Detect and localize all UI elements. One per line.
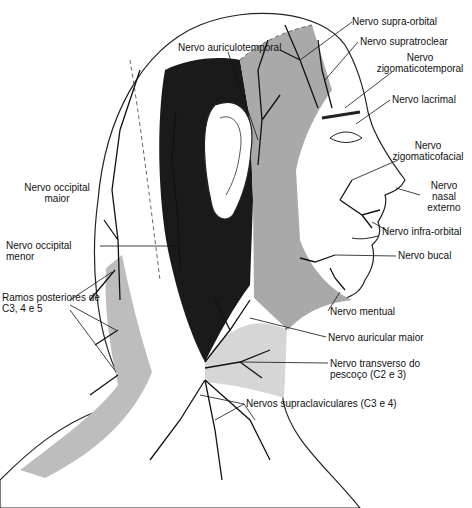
mandibular-region xyxy=(240,25,352,330)
head-outline xyxy=(0,13,405,508)
nerve-label: Nervo infra-orbital xyxy=(382,226,472,237)
nerve-label: Nervo transverso do pescoço (C2 e 3) xyxy=(330,358,424,380)
cervical-region xyxy=(205,323,287,398)
nerve-label: Nervo bucal xyxy=(398,250,468,261)
nerve-label: Nervos supraclaviculares (C3 e 4) xyxy=(246,398,446,409)
nerve-label: Nervo zigomaticofacial xyxy=(385,140,471,162)
mouth xyxy=(352,236,378,239)
nerve-label: Nervo occipital menor xyxy=(6,240,101,262)
lesser-occipital-region xyxy=(159,58,253,362)
nerve-label: Nervo supra-orbital xyxy=(352,16,462,27)
posterior-rami-region xyxy=(20,255,152,478)
nerve-label: Ramos posteriores de C3, 4 e 5 xyxy=(2,292,112,314)
nerve-branches xyxy=(90,25,380,480)
dashed-boundary xyxy=(130,25,312,280)
nerve-label: Nervo mentual xyxy=(330,306,430,317)
eye xyxy=(330,132,362,143)
nerve-label: Nervo supratroclear xyxy=(360,36,465,47)
nerve-label: Nervo auricular maior xyxy=(328,332,458,343)
nerve-label: Nervo occipital maior xyxy=(18,182,96,204)
ear-inner xyxy=(220,117,241,195)
nerve-label: Nervo auriculotemporal xyxy=(178,42,288,53)
nerve-label: Nervo nasal externo xyxy=(420,180,468,213)
nerve-label: Nervo lacrimal xyxy=(392,94,470,105)
brow xyxy=(322,112,360,118)
nerve-label: Nervo zigomaticotemporal xyxy=(370,52,470,74)
ear xyxy=(204,102,251,219)
